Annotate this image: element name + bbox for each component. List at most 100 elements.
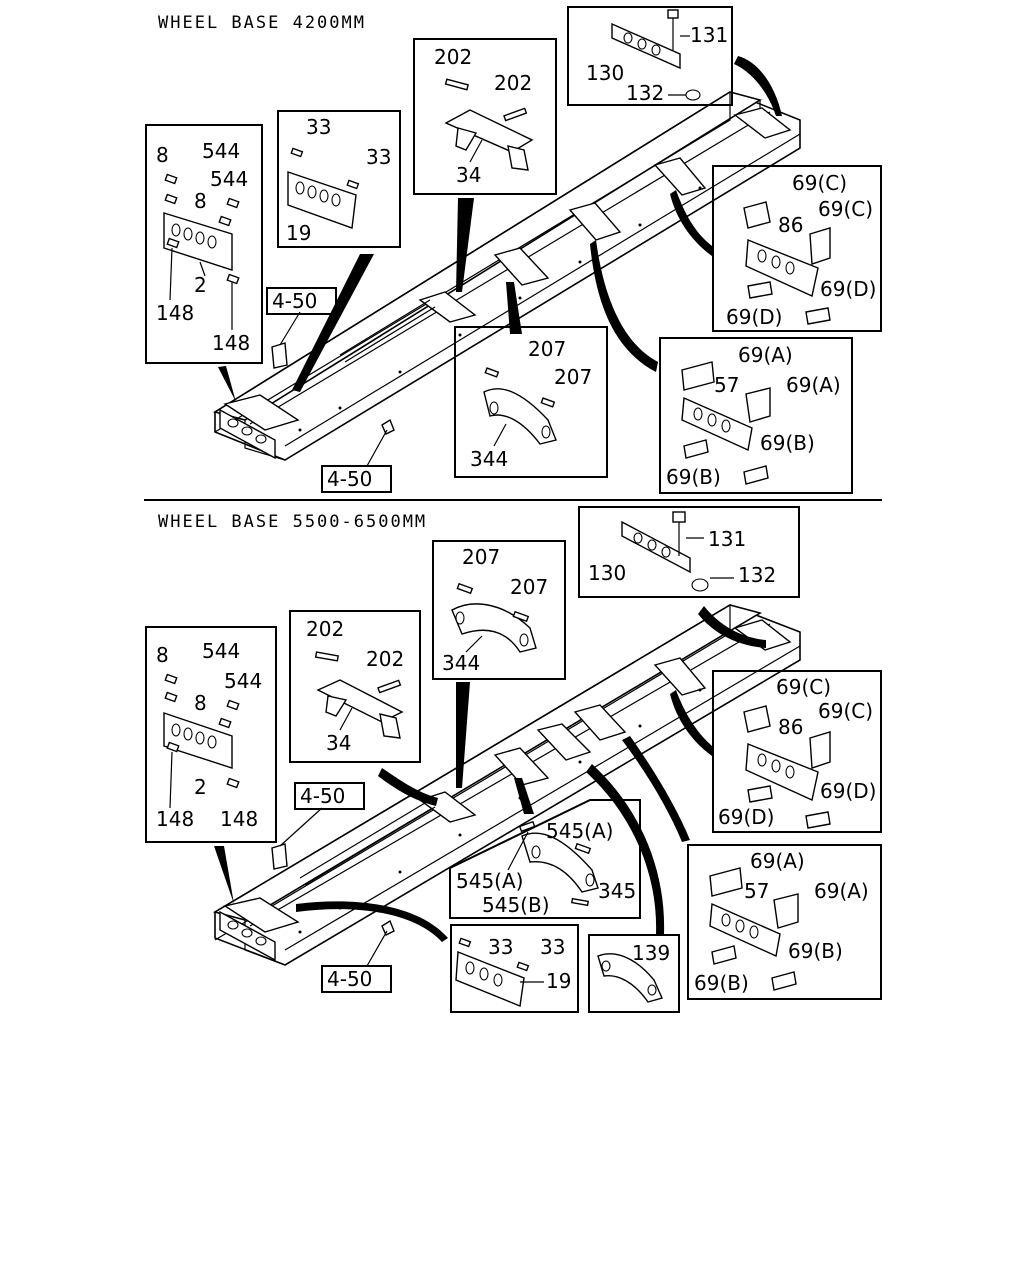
leader-wedge (214, 846, 234, 904)
part-label-207: 207 (528, 337, 566, 361)
part-label-33: 33 (366, 145, 391, 169)
part-label-130: 130 (586, 61, 624, 85)
part-label-130: 130 (588, 561, 626, 585)
part-label-544: 544 (202, 139, 240, 163)
part-label-69a: 69(A) (786, 373, 841, 397)
part-label-8: 8 (156, 643, 169, 667)
part-label-69a: 69(A) (814, 879, 869, 903)
part-label-69d: 69(D) (718, 805, 774, 829)
leader-wedge (456, 682, 470, 788)
detail-box-6: 207 207 344 (454, 326, 608, 478)
part-label-69a: 69(A) (750, 849, 805, 873)
leader-wedge (670, 190, 712, 256)
chassis-frame (212, 604, 801, 966)
part-label-19: 19 (286, 221, 311, 245)
part-label-69d: 69(D) (820, 277, 876, 301)
front-crossmember (219, 408, 276, 460)
part-label-69c: 69(C) (792, 171, 847, 195)
small-bracket (366, 418, 395, 467)
leader-wedge (296, 901, 448, 942)
leader-wedge (622, 736, 690, 842)
part-label-132: 132 (738, 563, 776, 587)
part-label-207: 207 (510, 575, 548, 599)
leader-wedge (586, 764, 665, 934)
leader-wedge (456, 198, 474, 292)
part-label-8: 8 (156, 143, 169, 167)
leader-wedge (292, 254, 374, 392)
part-label-544: 544 (202, 639, 240, 663)
part-label-33: 33 (488, 935, 513, 959)
detail-box-3: 207 207 344 (432, 540, 566, 680)
reference-label: 4-50 (327, 467, 372, 491)
section-wheelbase-5500-6500: WHEEL BASE 5500-6500MM (145, 506, 882, 1013)
reference-box[interactable]: 4-50 (266, 287, 337, 315)
detail-box-5: 69(C) 69(C) 86 69(D) 69(D) (712, 165, 882, 332)
part-label-148: 148 (212, 331, 250, 355)
detail-box-5: 69(C) 69(C) 86 69(D) 69(D) (712, 670, 882, 833)
part-label-69c: 69(C) (818, 197, 873, 221)
part-label-544: 544 (210, 167, 248, 191)
part-label-545a: 545(A) (546, 819, 613, 843)
reference-box[interactable]: 4-50 (294, 782, 365, 810)
detail-box-1: 8 544 544 8 2 148 148 (145, 626, 277, 843)
detail-box-9: 139 (588, 934, 680, 1013)
detail-box-4: 131 130 132 (578, 506, 800, 598)
part-label-69d: 69(D) (820, 779, 876, 803)
detail-box-2: 33 33 19 (277, 110, 401, 248)
part-label-139: 139 (632, 941, 670, 965)
detail-box-4: 131 130 132 (567, 6, 733, 106)
part-label-34: 34 (456, 163, 481, 187)
part-label-202: 202 (494, 71, 532, 95)
part-label-57: 57 (714, 373, 739, 397)
front-crossmember (219, 910, 276, 962)
part-label-69b: 69(B) (666, 465, 721, 489)
reference-label: 4-50 (300, 784, 345, 808)
section-title: WHEEL BASE 5500-6500MM (158, 512, 427, 532)
chassis-frame (213, 91, 801, 461)
detail-box-3: 202 202 34 (413, 38, 557, 195)
part-label-545a: 545(A) (456, 869, 523, 893)
leader-wedge (734, 56, 782, 116)
part-label-8: 8 (194, 691, 207, 715)
part-label-132: 132 (626, 81, 664, 105)
reference-box[interactable]: 4-50 (321, 465, 392, 493)
leader-wedge (378, 768, 438, 806)
part-label-207: 207 (462, 545, 500, 569)
leader-wedge (698, 606, 766, 648)
detail-box-7: 69(A) 57 69(A) 69(B) 69(B) (659, 337, 853, 494)
detail-box-2: 202 202 34 (289, 610, 421, 763)
part-label-544: 544 (224, 669, 262, 693)
leader-wedge (670, 690, 712, 756)
part-label-202: 202 (366, 647, 404, 671)
leader-wedge (514, 778, 534, 814)
part-label-69b: 69(B) (788, 939, 843, 963)
part-label-86: 86 (778, 213, 803, 237)
part-label-207: 207 (554, 365, 592, 389)
part-label-19: 19 (546, 969, 571, 993)
detail-box-6: 545(A) 545(A) 345 545(B) (449, 799, 641, 919)
reference-box[interactable]: 4-50 (321, 965, 392, 993)
part-label-69b: 69(B) (760, 431, 815, 455)
detail-box-7: 69(A) 57 69(A) 69(B) 69(B) (687, 844, 882, 1000)
part-label-86: 86 (778, 715, 803, 739)
leader-wedge (506, 282, 522, 334)
mount-bracket (271, 311, 301, 369)
part-label-344: 344 (442, 651, 480, 675)
part-label-545b: 545(B) (482, 893, 550, 917)
part-label-131: 131 (690, 23, 728, 47)
part-label-69b: 69(B) (694, 971, 749, 995)
part-label-69c: 69(C) (776, 675, 831, 699)
small-bracket (366, 919, 395, 967)
mount-bracket (271, 807, 323, 870)
detail-box-8: 33 33 19 (450, 924, 579, 1013)
part-label-202: 202 (306, 617, 344, 641)
reference-label: 4-50 (327, 967, 372, 991)
part-label-148: 148 (156, 807, 194, 831)
part-label-131: 131 (708, 527, 746, 551)
section-wheelbase-4200: WHEEL BASE 4200MM (145, 6, 882, 494)
leader-wedge (590, 240, 658, 372)
part-label-57: 57 (744, 879, 769, 903)
part-label-2: 2 (194, 775, 207, 799)
part-label-69c: 69(C) (818, 699, 873, 723)
reference-label: 4-50 (272, 289, 317, 313)
